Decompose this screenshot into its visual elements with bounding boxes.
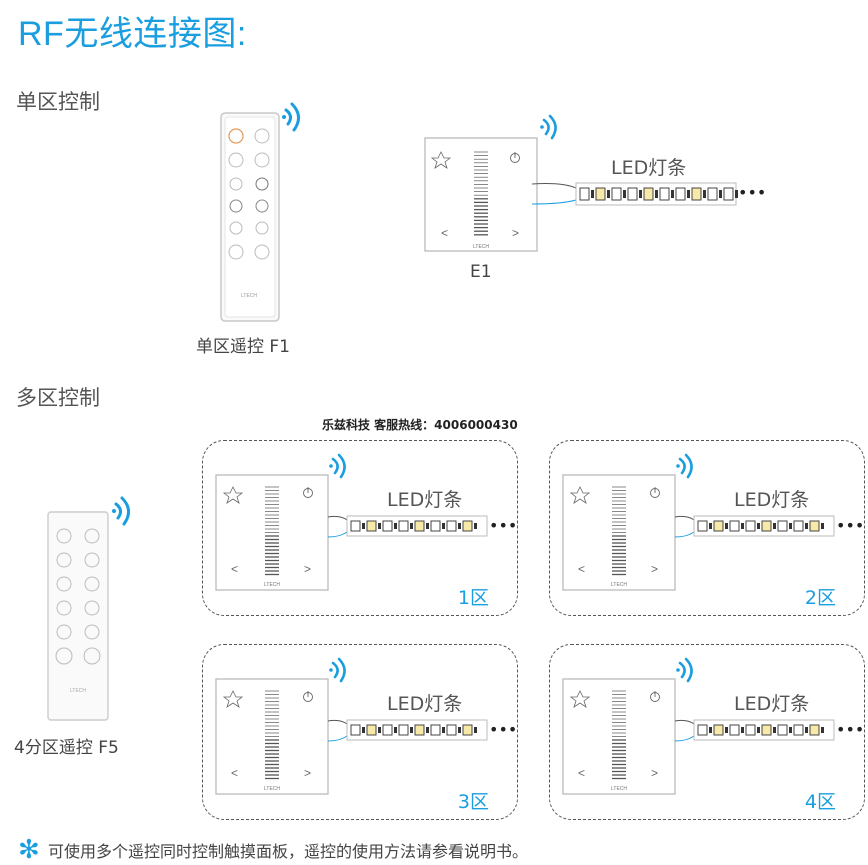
zone-strip-label: LED灯条 <box>387 693 463 715</box>
svg-text:•••: ••• <box>489 720 517 739</box>
svg-text:LTECH: LTECH <box>264 786 280 792</box>
remote-brand: LTECH <box>70 688 86 694</box>
wifi-signal-icon <box>676 453 693 479</box>
single-zone-heading: 单区控制 <box>16 90 100 114</box>
zone-label: 1区 <box>457 587 489 609</box>
svg-text:<: < <box>578 562 585 576</box>
zone-strip-label: LED灯条 <box>734 489 810 511</box>
single-zone-remote: LTECH <box>220 102 300 322</box>
zone-panel-3: < > LTECH ••• <box>215 657 517 795</box>
footnote-text: 可使用多个遥控同时控制触摸面板，遥控的使用方法请参看说明书。 <box>48 842 529 861</box>
svg-text:<: < <box>441 226 448 240</box>
zone-panel-1: < > LTECH ••• <box>215 453 517 591</box>
single-panel-caption: E1 <box>470 262 492 282</box>
zone-box-1: < > LTECH ••• LED灯条 1区 <box>202 440 518 616</box>
svg-text:<: < <box>578 766 585 780</box>
page-title: RF无线连接图: <box>18 15 247 53</box>
svg-text:>: > <box>651 562 658 576</box>
single-remote-caption: 单区遥控 F1 <box>196 337 290 357</box>
remote-brand: LTECH <box>241 293 257 299</box>
svg-text:>: > <box>651 766 658 780</box>
panel-brand: LTECH <box>473 244 489 250</box>
zone-strip-label: LED灯条 <box>387 489 463 511</box>
svg-text:>: > <box>304 766 311 780</box>
zone-panel-2: < > LTECH ••• <box>562 453 864 591</box>
hotline-text: 乐兹科技 客服热线：4006000430 <box>322 418 518 432</box>
multi-zone-heading: 多区控制 <box>16 386 100 410</box>
wifi-signal-icon <box>676 657 693 683</box>
wifi-signal-icon <box>282 102 300 132</box>
zone-label: 2区 <box>804 587 836 609</box>
svg-text:LTECH: LTECH <box>611 786 627 792</box>
svg-text:•••: ••• <box>738 183 766 202</box>
zone-label: 4区 <box>804 791 836 813</box>
single-zone-panel: < > LTECH <box>424 114 557 252</box>
asterisk-icon: ✻ <box>18 835 40 865</box>
svg-text:>: > <box>512 226 519 240</box>
zone-panel-4: < > LTECH ••• <box>562 657 864 795</box>
svg-text:•••: ••• <box>836 516 864 535</box>
svg-text:<: < <box>231 766 238 780</box>
svg-text:•••: ••• <box>489 516 517 535</box>
wifi-signal-icon <box>329 657 346 683</box>
zone-label: 3区 <box>457 791 489 813</box>
single-strip-label: LED灯条 <box>611 157 687 179</box>
multi-zone-remote: LTECH <box>47 496 130 721</box>
zone-box-4: < > LTECH ••• LED灯条 4区 <box>549 644 865 820</box>
zone-box-3: < > LTECH ••• LED灯条 3区 <box>202 644 518 820</box>
zone-box-2: < > LTECH ••• LED灯条 2区 <box>549 440 865 616</box>
single-led-strip: ••• <box>531 182 766 206</box>
wifi-signal-icon <box>540 114 557 140</box>
wifi-signal-icon <box>112 496 130 526</box>
svg-text:>: > <box>304 562 311 576</box>
svg-text:•••: ••• <box>836 720 864 739</box>
svg-text:<: < <box>231 562 238 576</box>
svg-text:LTECH: LTECH <box>611 582 627 588</box>
multi-remote-caption: 4分区遥控 F5 <box>14 738 119 758</box>
wifi-signal-icon <box>329 453 346 479</box>
svg-text:LTECH: LTECH <box>264 582 280 588</box>
zone-strip-label: LED灯条 <box>734 693 810 715</box>
